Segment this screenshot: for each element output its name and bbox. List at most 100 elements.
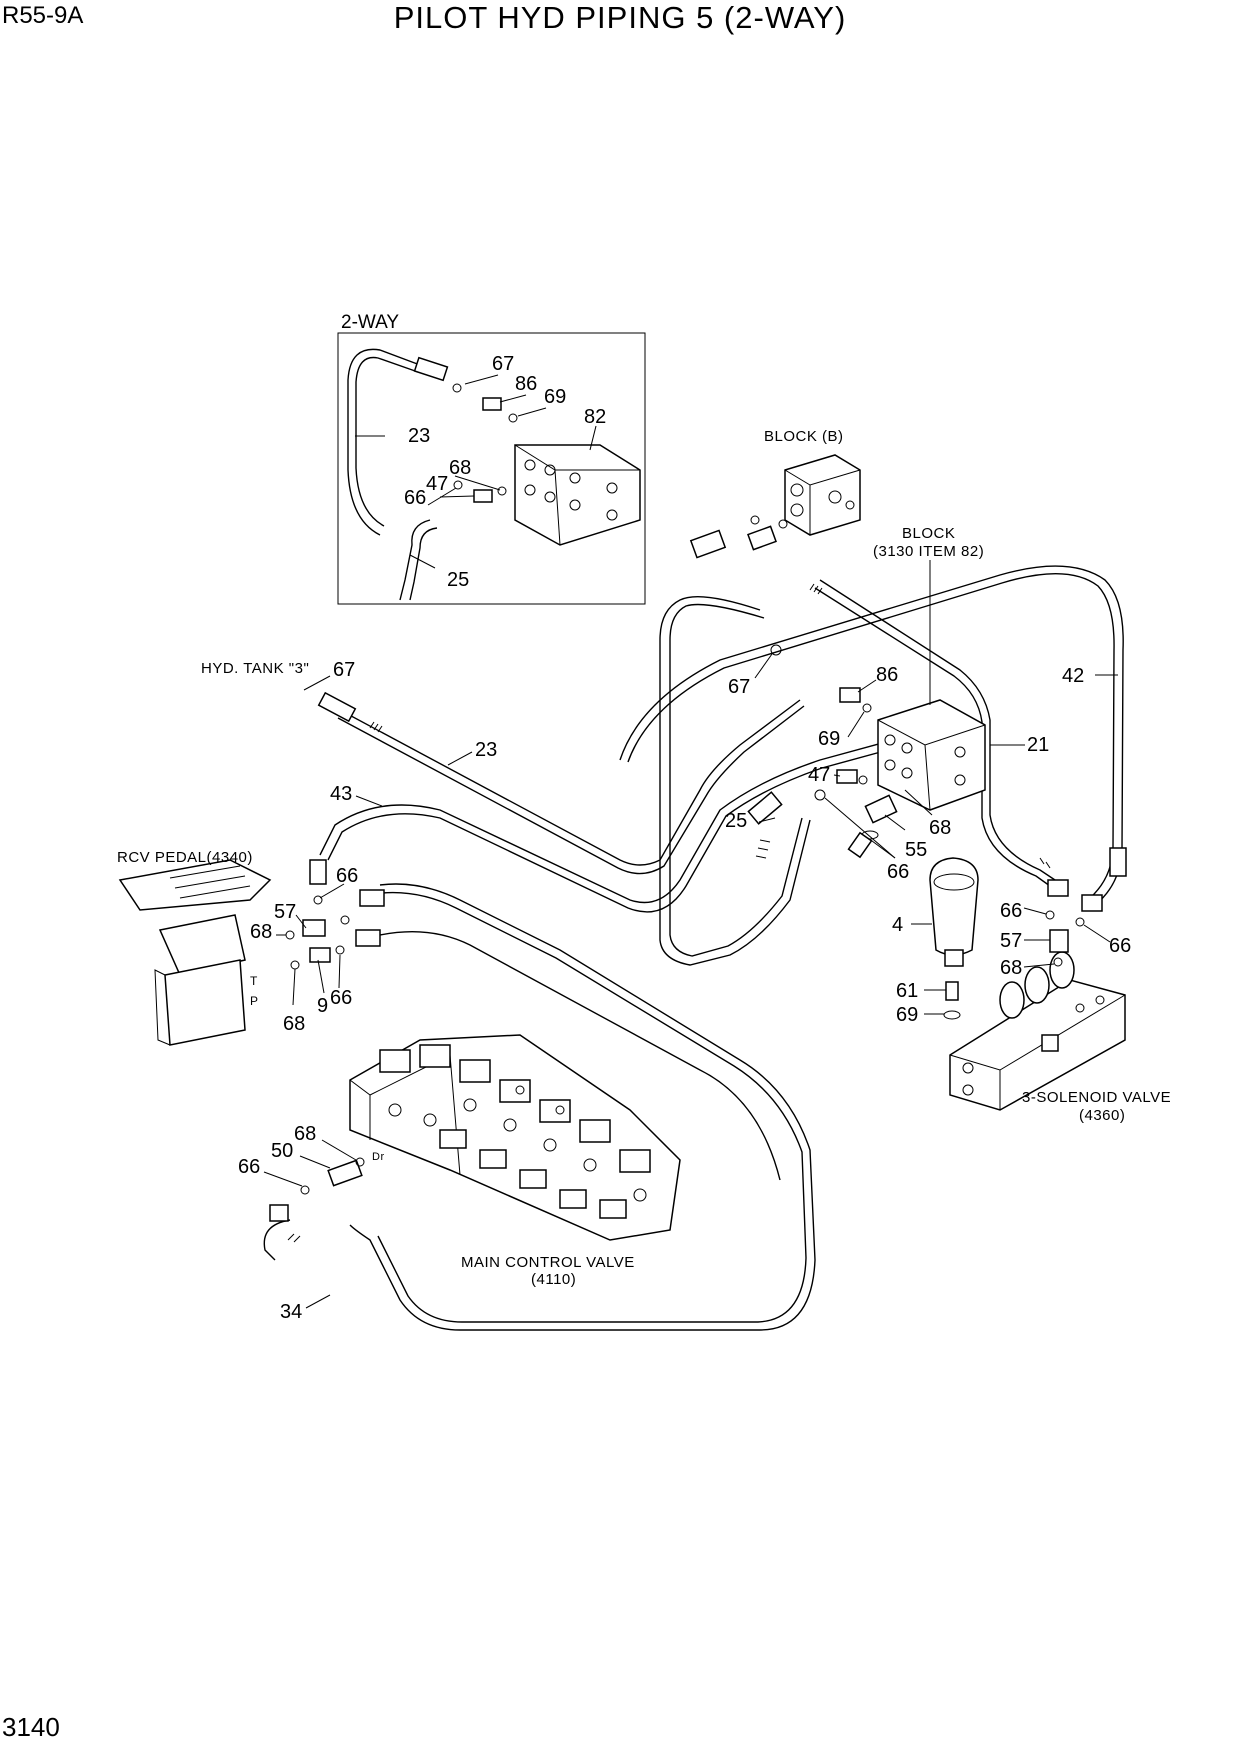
callout-66-l1: 66 [336,865,358,887]
callout-57-r: 57 [1000,930,1022,952]
inset-callout-82: 82 [584,406,606,428]
callout-57-l: 57 [274,901,296,923]
model-code: R55-9A [2,2,84,29]
label-hyd-tank: HYD. TANK "3" [201,660,309,677]
pedal-ribs [169,865,251,899]
inset-oring-68 [497,486,507,496]
callout-numbers: 67 23 43 57 66 68 9 66 68 67 86 69 47 25… [238,659,1131,1323]
callout-43: 43 [330,783,352,805]
inset-callout-47: 47 [426,473,448,495]
inset-callout-68: 68 [449,457,471,479]
fitting-9 [309,947,331,963]
page-title-text: PILOT HYD PIPING 5 (2-WAY) [393,0,847,35]
inset-hose-25-a [399,519,431,601]
inset-fitting-47 [473,489,493,503]
callout-23: 23 [475,739,497,761]
main-control-valve: Dr MAIN CONTROL VALVE (4110) [269,1034,681,1288]
tee-57-l [302,919,326,937]
block-b-edges [784,469,861,535]
callout-66-r1: 66 [1000,900,1022,922]
hoses [263,565,1127,1331]
inset-2way: 2-WAY 67 86 69 82 23 68 47 [337,312,646,605]
callout-61: 61 [896,980,918,1002]
callout-55: 55 [905,839,927,861]
callout-68-r: 68 [1000,957,1022,979]
inset-callout-69: 69 [544,386,566,408]
inset-block-82 [514,444,641,546]
hose-main-fitting [355,929,381,947]
leader-lines [263,653,1118,1309]
solenoid-valve: 3-SOLENOID VALVE (4360) [943,879,1171,1124]
oring-66-r2 [1075,917,1085,927]
rcv-pedal: RCV PEDAL(4340) T P [117,849,385,1046]
inset-hose-fitting [413,356,449,382]
hose-34-end [263,1219,291,1261]
callout-68-l2: 68 [283,1013,305,1035]
label-port-dr: Dr [372,1151,385,1163]
inset-oring-66 [453,480,463,490]
oring-66-l1b [340,915,350,925]
block-82-body [877,699,986,811]
oring-69-mid [862,703,872,713]
callout-69-mid: 69 [818,728,840,750]
callout-34: 34 [280,1301,302,1323]
block-b-body [784,454,861,536]
accumulator-body [929,857,979,956]
callout-66-l2: 66 [330,987,352,1009]
callout-42: 42 [1062,665,1084,687]
callout-86: 86 [876,664,898,686]
label-solenoid: 3-SOLENOID VALVE [1022,1089,1171,1106]
fitting-86 [839,687,861,703]
oring-66-b [300,1185,310,1195]
label-port-t: T [250,974,258,988]
label-solenoid-ref: (4360) [1079,1107,1125,1124]
mcv-body [349,1034,681,1241]
hose-55-fitting [847,831,873,859]
oring-68-b [355,1157,365,1167]
inset-hose-25-b [409,527,438,601]
hose-34-a [349,883,816,1331]
page-title: PILOT HYD PIPING 5 (2-WAY) [0,0,1240,36]
callout-67-tank: 67 [333,659,355,681]
pedal-base [164,959,246,1046]
block-b: BLOCK (B) [689,428,861,559]
hose-23-b [337,705,805,875]
inset-hose-23-a [347,348,421,536]
inset-callout-66: 66 [404,487,426,509]
inset-fitting-86 [482,397,502,411]
hose-43-a [319,729,931,904]
hose-42-fitting [1109,847,1127,877]
callout-21: 21 [1027,734,1049,756]
callout-67-mid: 67 [728,676,750,698]
pedal-base-side [154,969,171,1046]
hose-hatches [287,583,1051,1243]
inset-frame [337,332,646,605]
callout-69-r: 69 [896,1004,918,1026]
callout-66-r2: 66 [1109,935,1131,957]
pedal-mid [158,914,246,976]
hose-25-b [669,603,803,957]
inset-callout-67: 67 [492,353,514,375]
inset-hose-23-b [355,356,419,527]
hose-23-a [339,699,801,866]
hose-42-end-fitting [1081,894,1103,912]
elbow-55 [864,794,898,824]
hose-21-b [814,587,1051,887]
label-rcv-pedal: RCV PEDAL(4340) [117,849,253,866]
callout-47: 47 [808,764,830,786]
hose-43-fitting [309,859,327,885]
callout-68-b: 68 [294,1123,316,1145]
callout-50: 50 [271,1140,293,1162]
hose-25-fitting [747,791,783,825]
callout-68-l1: 68 [250,921,272,943]
oring-66-r1 [1045,910,1055,920]
inset-oring-67 [452,383,462,393]
fitting-61 [945,981,959,1001]
label-port-p: P [250,994,259,1008]
block-b-oring-2 [778,519,788,529]
callout-4: 4 [892,914,903,936]
accumulator-neck [944,949,964,967]
callout-66-mid: 66 [887,861,909,883]
hose-34-fitting-top [359,889,385,907]
